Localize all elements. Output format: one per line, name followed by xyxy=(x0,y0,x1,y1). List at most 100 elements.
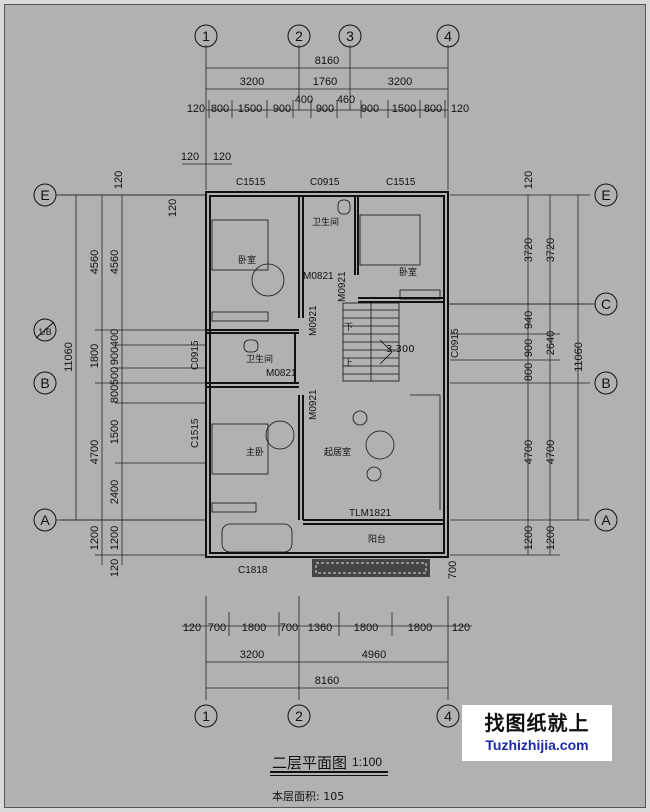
title-underline xyxy=(270,771,388,773)
axis-bottom-1: 1 xyxy=(202,708,210,724)
dim-left-tiny-0: 120 xyxy=(113,171,125,189)
window-label: C1818 xyxy=(238,565,268,576)
axis-top-1: 1 xyxy=(202,28,210,44)
dim-bot-r2-1: 4960 xyxy=(362,649,386,661)
dim-top-r4-1: 120 xyxy=(213,151,231,163)
axis-top-3: 3 xyxy=(346,28,354,44)
dim-right-mid-0: 3720 xyxy=(545,238,557,262)
dim-right-mid-3: 1200 xyxy=(523,526,535,550)
window-label: C1515 xyxy=(190,418,201,448)
dim-left-inner-6: 2400 xyxy=(109,480,121,504)
dim-top-r3-9: 800 xyxy=(424,103,442,115)
dim-left-inner-5: 1500 xyxy=(109,420,121,444)
dim-right-inner-0: 120 xyxy=(523,171,535,189)
room-label: 起居室 xyxy=(324,446,351,458)
stair-up: 上 xyxy=(344,358,353,369)
dim-left-tiny-1: 120 xyxy=(167,199,179,217)
dim-top-r3-4: 400 xyxy=(295,94,313,106)
window-label: C0915 xyxy=(310,177,340,188)
window-label: C0915 xyxy=(190,340,201,370)
axis-left-1b: 1/B xyxy=(38,327,52,337)
dim-top-r3-2: 1500 xyxy=(238,103,262,115)
axis-right-e: E xyxy=(601,187,610,203)
dim-left-inner-8: 1800 xyxy=(89,344,101,368)
stair-level: 3.300 xyxy=(386,344,415,355)
dim-top-r3-7: 900 xyxy=(361,103,379,115)
dim-right-mid-2: 4700 xyxy=(545,440,557,464)
axis-bottom-2: 2 xyxy=(295,708,303,724)
staircase xyxy=(342,302,400,382)
dim-left-inner-0: 4560 xyxy=(109,250,121,274)
dim-bot-r1-0: 120 xyxy=(183,622,201,634)
axis-right-c: C xyxy=(601,296,611,312)
dim-right-mid-1: 2640 xyxy=(545,331,557,355)
drawing-scale: 1:100 xyxy=(352,755,383,769)
dim-bot-r1-3: 700 xyxy=(280,622,298,634)
dim-top-r2-2: 3200 xyxy=(388,76,412,88)
dim-right-outer: 11060 xyxy=(573,342,585,372)
axis-bottom-4: 4 xyxy=(444,708,452,724)
right-dimensions: 11060 3720 2640 4700 1200 120 3720 940 9… xyxy=(447,171,585,579)
dim-right-inner-3: 900 xyxy=(523,339,535,357)
axis-labels: 1 2 3 4 1 2 4 E 1/B B A E C B A xyxy=(38,28,611,724)
dim-left-inner-4: 800 xyxy=(109,385,121,403)
dim-top-r2-1: 1760 xyxy=(313,76,337,88)
room-label: 卧室 xyxy=(238,254,256,266)
title-underline-thin xyxy=(270,775,388,776)
dim-left-mid-3: 120 xyxy=(109,559,121,577)
dim-top-r3-0: 120 xyxy=(187,103,205,115)
dim-left-mid-2: 1200 xyxy=(89,526,101,550)
dim-top-r3-6: 460 xyxy=(337,94,355,106)
watermark-en: Tuzhizhijia.com xyxy=(485,737,589,753)
opening-labels: C1515 C0915 C1515 C0915 C1515 C0915 C181… xyxy=(190,177,461,576)
top-dimensions: 8160 3200 1760 3200 120 800 1500 900 400… xyxy=(181,55,469,163)
dim-bot-r2-0: 3200 xyxy=(240,649,264,661)
watermark-logo: 找图纸就上 Tuzhizhijia.com xyxy=(462,705,612,761)
axis-left-a: A xyxy=(40,512,50,528)
dimension-lines xyxy=(56,45,596,700)
dim-top-r3-10: 120 xyxy=(451,103,469,115)
dim-left-mid-0: 4560 xyxy=(89,250,101,274)
room-labels: 卫生间 卧室 卧室 卫生间 主卧 起居室 阳台 下 上 3.300 xyxy=(238,216,417,545)
axis-top-2: 2 xyxy=(295,28,303,44)
door-label: M0921 xyxy=(337,271,348,302)
dim-bot-r1-6: 1800 xyxy=(408,622,432,634)
bottom-dimensions: 120 700 1800 700 1360 1800 1800 120 3200… xyxy=(183,622,470,687)
window-label: C1515 xyxy=(236,177,266,188)
axis-right-b: B xyxy=(601,375,610,391)
balcony-pattern xyxy=(312,559,430,577)
dim-bot-overall: 8160 xyxy=(315,675,339,687)
dim-top-r4-0: 120 xyxy=(181,151,199,163)
dim-top-r2-0: 3200 xyxy=(240,76,264,88)
room-label: 阳台 xyxy=(368,533,386,545)
dim-right-inner-6: 1200 xyxy=(545,526,557,550)
dim-left-inner-2: 900 xyxy=(109,347,121,365)
door-label: M0821 xyxy=(266,368,297,379)
dim-right-inner-7: 700 xyxy=(447,561,459,579)
drawing-frame xyxy=(4,4,646,808)
axis-left-e: E xyxy=(40,187,49,203)
drawing-title: 二层平面图 xyxy=(272,754,348,772)
window-label: C0915 xyxy=(450,328,461,358)
dim-bot-r1-7: 120 xyxy=(452,622,470,634)
watermark-cn: 找图纸就上 xyxy=(484,711,590,735)
dim-right-inner-2: 940 xyxy=(523,311,535,329)
dim-left-mid-1: 4700 xyxy=(89,440,101,464)
room-label: 卫生间 xyxy=(312,216,339,228)
dim-left-outer: 11060 xyxy=(63,342,75,372)
axis-bubbles xyxy=(33,24,618,728)
axis-left-b: B xyxy=(40,375,49,391)
furniture xyxy=(211,199,441,553)
room-label: 卫生间 xyxy=(246,353,273,365)
dim-top-r3-3: 900 xyxy=(273,103,291,115)
door-label: M0921 xyxy=(308,389,319,420)
door-label: TLM1821 xyxy=(349,508,392,519)
dim-left-inner-3: 500 xyxy=(109,367,121,385)
room-label: 卧室 xyxy=(399,266,417,278)
door-label: M0821 xyxy=(303,271,334,282)
walls xyxy=(205,191,449,558)
stair-down: 下 xyxy=(344,323,353,333)
window-label: C1515 xyxy=(386,177,416,188)
dim-top-overall: 8160 xyxy=(315,55,339,67)
